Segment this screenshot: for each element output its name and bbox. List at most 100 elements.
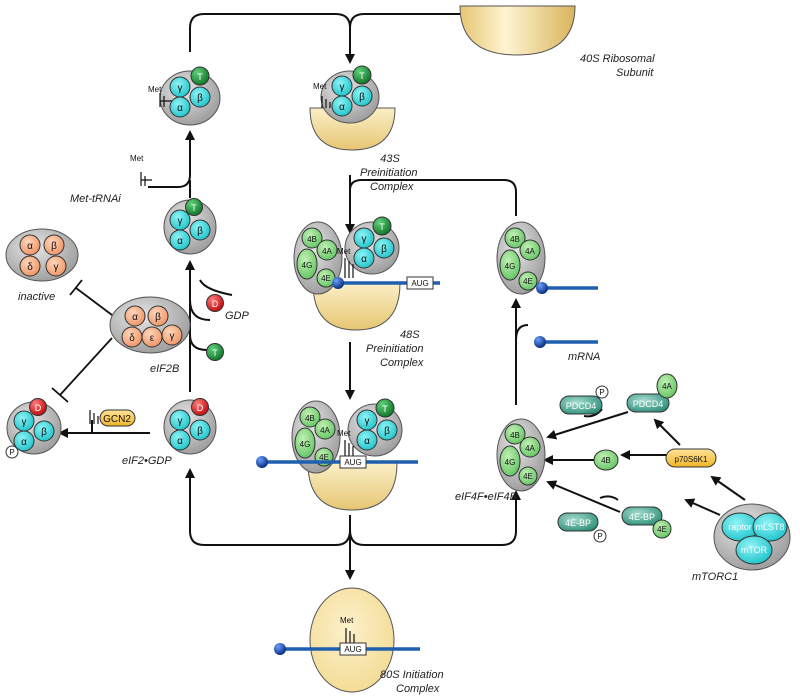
gdp-gtp-exchange: D GDP T [206,294,250,361]
svg-text:4E-BP: 4E-BP [565,518,591,528]
svg-text:Preinitiation: Preinitiation [366,343,423,355]
svg-text:γ: γ [178,83,183,94]
svg-text:4E: 4E [523,472,533,481]
svg-text:α: α [177,236,183,247]
svg-text:Complex: Complex [370,181,414,193]
svg-text:4E: 4E [657,525,667,534]
svg-text:γ: γ [365,416,370,427]
svg-text:ε: ε [150,333,155,344]
svg-text:α: α [27,241,33,252]
svg-text:4B: 4B [510,431,520,440]
svg-text:α: α [364,436,370,447]
svg-text:Met: Met [340,616,354,625]
arrow-release-eif4f [349,490,521,546]
regulators: PDCD4 P PDCD4 4A 4B p70S6K1 4E-BP P 4E-B… [557,373,717,543]
svg-text:4E: 4E [319,453,329,462]
svg-text:β: β [41,427,47,438]
svg-text:α: α [177,103,183,114]
svg-text:γ: γ [170,331,175,342]
svg-text:δ: δ [129,333,135,344]
svg-text:T: T [212,348,218,358]
svg-text:4A: 4A [322,247,332,256]
svg-text:γ: γ [22,417,27,428]
gtp-enter-arc [189,334,208,351]
svg-text:α: α [132,312,138,323]
svg-text:mTORC1: mTORC1 [692,571,738,583]
svg-text:γ: γ [340,82,345,93]
svg-text:Preinitiation: Preinitiation [360,167,417,179]
svg-text:α: α [339,102,345,113]
svg-text:β: β [197,426,203,437]
svg-text:Met: Met [337,429,351,438]
svg-text:4B: 4B [307,235,317,244]
svg-text:P: P [597,532,602,541]
svg-text:mTOR: mTOR [741,545,768,555]
svg-text:48S: 48S [400,329,420,341]
pic-48s: 4B 4A 4G 4E γ β α T Met AUG 48S Preiniti… [293,216,440,369]
pic-43s: γ β α T Met 43S Preinitiation Complex [309,65,417,193]
gcn2-kinase: GCN2 [89,409,136,427]
svg-text:mRNA: mRNA [568,351,600,363]
svg-text:Met: Met [313,82,327,91]
svg-text:4B: 4B [305,414,315,423]
arrow-to-43s [189,13,355,64]
met-trna: Met Met-tRNAi [70,154,152,205]
svg-text:γ: γ [362,234,367,245]
eif2-gdp-phosphorylated: γ β α D P [5,398,62,459]
svg-text:AUG: AUG [411,279,428,288]
svg-text:4A: 4A [320,426,330,435]
svg-text:Met: Met [130,154,144,163]
inhibition-lines [51,279,113,403]
arrow-release-eif2 [185,468,351,546]
svg-text:α: α [177,436,183,447]
svg-text:P: P [599,388,604,397]
svg-text:inactive: inactive [18,291,55,303]
svg-text:α: α [21,437,27,448]
pathway-arrows [58,13,746,580]
svg-text:T: T [197,72,203,82]
eif2b: α β δ ε γ eIF2B [109,296,191,375]
ic-80s: Met AUG 80S Initiation Complex [274,587,444,695]
svg-text:Complex: Complex [396,683,440,695]
svg-text:4G: 4G [505,458,516,467]
svg-text:eIF2B: eIF2B [150,363,179,375]
svg-text:4G: 4G [505,262,516,271]
svg-text:4A: 4A [525,247,535,256]
svg-text:β: β [155,312,161,323]
svg-text:80S Initiation: 80S Initiation [380,669,444,681]
svg-text:PDCD4: PDCD4 [633,399,664,409]
arrow-met-trna [148,130,195,188]
svg-text:T: T [191,203,197,213]
svg-text:D: D [212,299,219,309]
eif4f-eif4b: 4B 4A 4G 4E eIF4F•eIF4B [455,418,546,503]
svg-text:β: β [384,426,390,437]
svg-text:β: β [359,92,365,103]
svg-text:4B: 4B [601,456,611,465]
svg-text:γ: γ [178,216,183,227]
svg-text:Met: Met [337,247,351,256]
eif2-gdp: γ β α D eIF2•GDP [122,398,217,467]
svg-text:δ: δ [27,262,33,273]
svg-text:D: D [35,403,42,413]
svg-text:P: P [9,448,14,457]
svg-text:T: T [379,222,385,232]
svg-text:4E: 4E [321,274,331,283]
svg-text:γ: γ [178,416,183,427]
eif2b-inactive: α β δ γ inactive [5,228,79,303]
svg-text:AUG: AUG [344,645,361,654]
svg-text:β: β [381,244,387,255]
svg-text:p70S6K1: p70S6K1 [675,455,708,464]
svg-text:AUG: AUG [344,458,361,467]
svg-text:4A: 4A [525,444,535,453]
svg-text:β: β [197,226,203,237]
svg-text:eIF2•GDP: eIF2•GDP [122,455,172,467]
svg-text:eIF4F•eIF4B: eIF4F•eIF4B [455,491,517,503]
svg-text:43S: 43S [380,153,400,165]
scanning-complex: 4B 4A 4G 4E γ β α T Met AUG [256,398,418,511]
svg-text:γ: γ [54,262,59,273]
svg-text:4E: 4E [523,277,533,286]
svg-text:4A: 4A [662,382,672,391]
svg-text:Complex: Complex [380,357,424,369]
ribosome-40s: 40S Ribosomal Subunit [459,5,655,79]
